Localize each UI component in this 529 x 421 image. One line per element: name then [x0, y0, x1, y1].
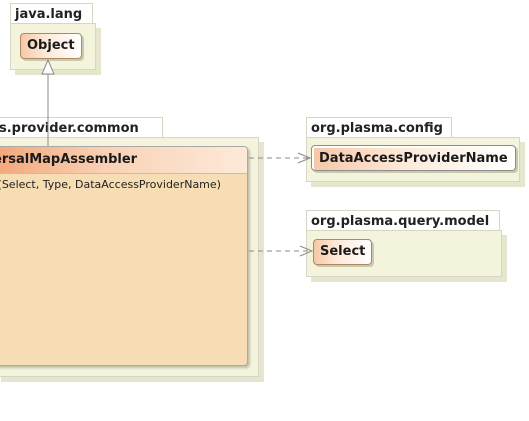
package-tab-plasma-config: org.plasma.config — [306, 117, 452, 138]
package-tab-java-lang: java.lang — [10, 3, 93, 24]
class-data-access-provider-name[interactable]: DataAccessProviderName — [311, 145, 516, 171]
dependency-arrowhead-select — [299, 245, 314, 257]
generalization-arrowhead — [41, 58, 55, 75]
class-universal-map-assembler[interactable]: ersalMapAssembler r(Select, Type, DataAc… — [0, 146, 248, 366]
package-tab-query-model: org.plasma.query.model — [306, 210, 500, 231]
class-universal-map-assembler-name: ersalMapAssembler — [0, 147, 247, 174]
package-tab-provider-common: s.provider.common — [0, 117, 163, 138]
operations-list: r(Select, Type, DataAccessProviderName) … — [0, 174, 247, 209]
class-object[interactable]: Object — [20, 33, 82, 59]
operation-item: r(Select, Type, DataAccessProviderName) — [0, 178, 221, 191]
class-select[interactable]: Select — [313, 239, 373, 265]
class-data-access-provider-name-label: DataAccessProviderName — [314, 148, 513, 170]
dependency-arrowhead-config — [297, 152, 312, 164]
